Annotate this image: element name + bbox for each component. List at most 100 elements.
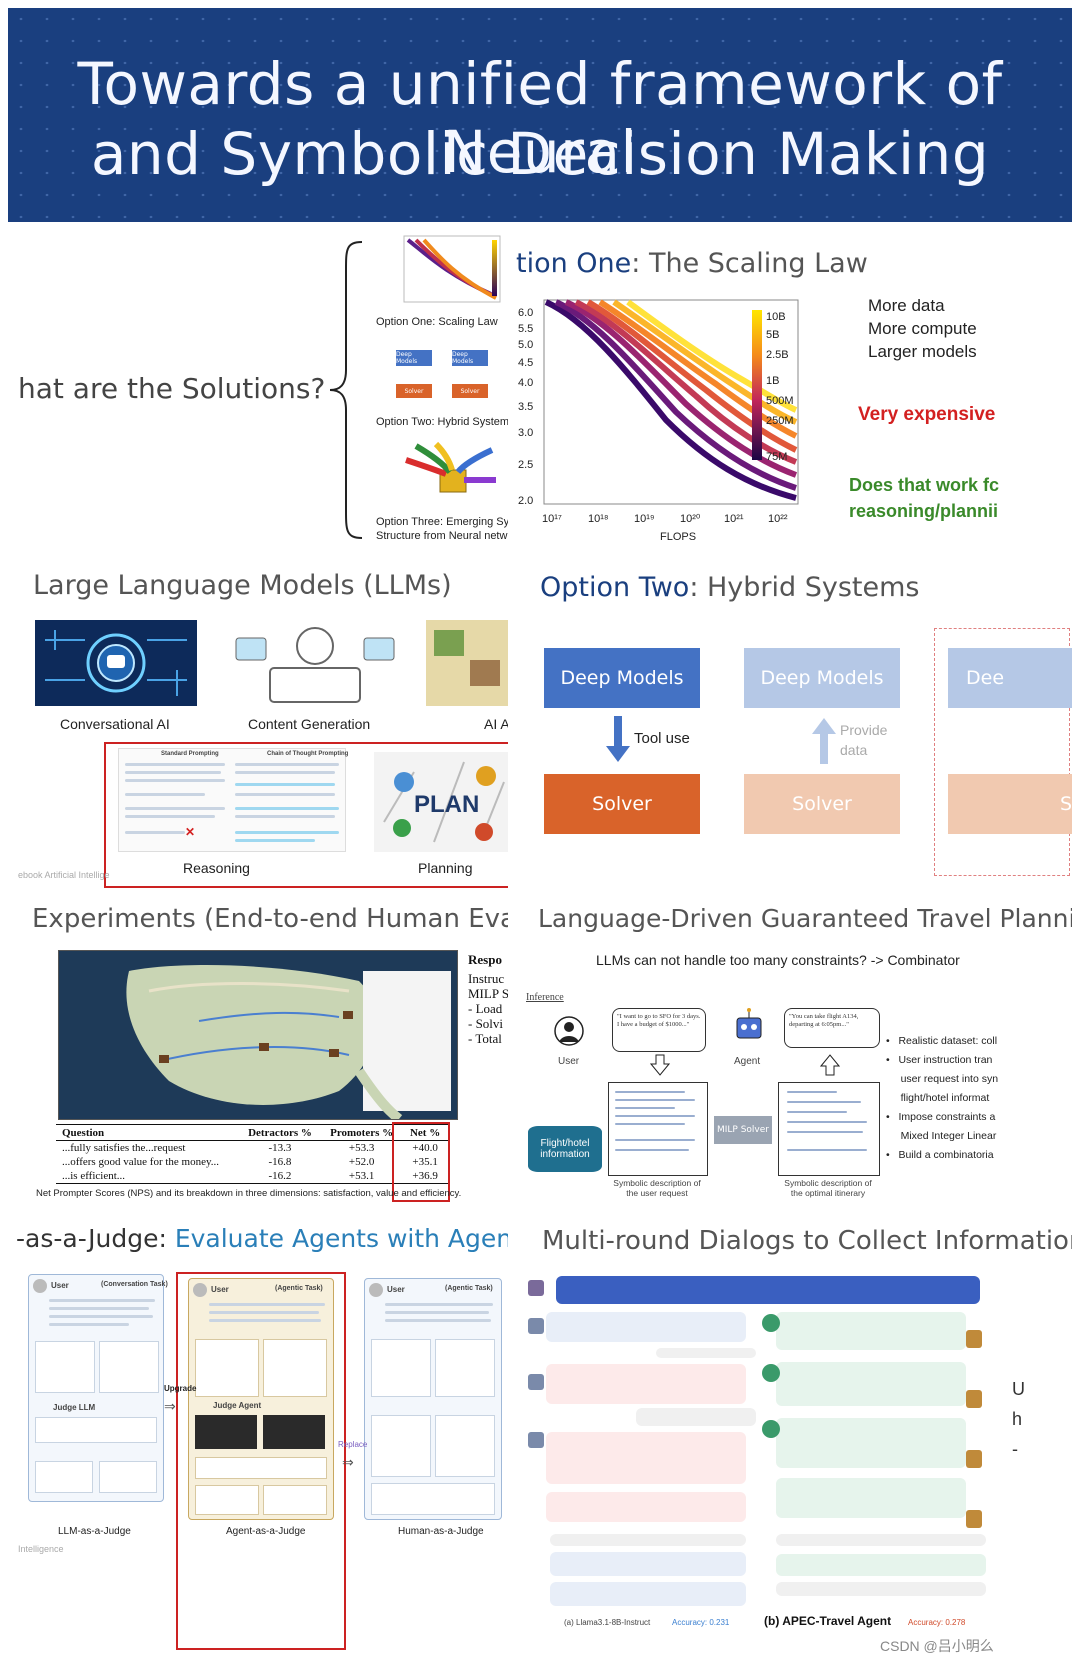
question-line-1: Does that work fc <box>849 475 1000 495</box>
scaling-law-title: tion One: The Scaling Law <box>516 248 868 279</box>
agent-avatar <box>762 1420 780 1438</box>
ytick-3: 4.5 <box>518 357 533 369</box>
travel-title: Language-Driven Guaranteed Travel Planni… <box>538 904 1072 933</box>
hybrid-systems-panel: Option Two: Hybrid Systems Deep Models T… <box>516 558 1072 888</box>
tool-use-label: Tool use <box>634 730 690 747</box>
cell: +35.1 <box>412 1156 438 1168</box>
solutions-title: hat are the Solutions? <box>18 372 326 405</box>
log-line: Instruc <box>468 971 505 986</box>
colorbar <box>752 310 762 460</box>
cbar-250m: 250M <box>766 415 794 427</box>
xtick-4: 10²¹ <box>724 513 744 525</box>
table-row: ...fully satisfies the...request-13.3+53… <box>56 1141 448 1156</box>
ytick-4: 4.0 <box>518 377 533 389</box>
traveler-avatar <box>966 1450 982 1468</box>
down-arrow-icon <box>606 716 630 762</box>
card-user-label: User <box>51 1281 69 1290</box>
agent-avatar <box>762 1364 780 1382</box>
third-option-dashed-frame <box>934 628 1070 876</box>
conversational-ai-image <box>35 620 197 706</box>
solver-box-3: S <box>948 774 1072 834</box>
cell: -16.2 <box>268 1170 292 1182</box>
llm-title: Large Language Models (LLMs) <box>33 570 452 601</box>
upgrade-arrow-icon: ⇒ <box>164 1398 176 1414</box>
label-content-generation: Content Generation <box>248 716 371 732</box>
footer-llama: (a) Llama3.1-8B-Instruct <box>564 1618 651 1627</box>
option-three-label-2: Structure from Neural netw <box>376 530 508 542</box>
bullet-item: • Realistic dataset: coll <box>886 1035 998 1047</box>
symbolic-itinerary-box <box>778 1082 880 1176</box>
bullet-item: • User instruction tran <box>886 1054 993 1066</box>
experiments-title: Experiments (End-to-end Human Evaluation… <box>32 904 508 934</box>
response-log: Respo Instruc MILP S - Load - Solvi - To… <box>468 952 508 1046</box>
avatar <box>369 1283 383 1297</box>
xtick-1: 10¹⁸ <box>588 513 609 525</box>
dialogs-title: Multi-round Dialogs to Collect Informati… <box>542 1226 1072 1256</box>
cell: +53.3 <box>348 1142 375 1154</box>
travel-planning-panel: Language-Driven Guaranteed Travel Planni… <box>516 894 1072 1206</box>
provide-data-label-1: Provide <box>840 722 888 738</box>
card-task-label: (Conversation Task) <box>101 1281 168 1288</box>
agent-avatar <box>762 1314 780 1332</box>
label-reasoning: Reasoning <box>183 860 250 876</box>
deep-models-box: Deep Models <box>544 648 700 708</box>
xtick-2: 10¹⁹ <box>634 513 655 525</box>
replace-label: Replace <box>338 1440 368 1449</box>
reasoning-question: Does that work fc reasoning/plannii <box>849 472 999 524</box>
prompting-comparison: Standard Prompting Chain of Thought Prom… <box>118 748 348 852</box>
flight-hotel-database: Flight/hotel information <box>528 1126 602 1172</box>
cbar-500m: 500M <box>766 395 794 407</box>
card-user-label: User <box>211 1285 229 1294</box>
cell: ...offers good value for the money... <box>62 1156 220 1168</box>
mini-scaling-plot <box>403 235 501 303</box>
ytick-2: 5.0 <box>518 339 533 351</box>
option-three-label-1: Option Three: Emerging Syn <box>376 516 508 528</box>
traveler-avatar <box>966 1510 982 1528</box>
multi-round-dialogs-panel: Multi-round Dialogs to Collect Informati… <box>516 1214 1072 1657</box>
upgrade-label: Upgrade <box>164 1384 197 1393</box>
user-icon <box>554 1016 584 1046</box>
travel-subtitle: LLMs can not handle too many constraints… <box>596 952 960 968</box>
judge-title-prefix: -as-a-Judge: <box>16 1224 175 1253</box>
agent-robot-icon <box>736 1008 762 1039</box>
footer-apec: (b) APEC-Travel Agent <box>764 1614 892 1628</box>
cell: ...is efficient... <box>62 1170 126 1182</box>
nps-caption: Net Prompter Scores (NPS) and its breakd… <box>36 1188 462 1199</box>
col-question: Question <box>62 1127 105 1139</box>
mini-deep-box-2: Deep Models <box>452 350 488 366</box>
label-planning: Planning <box>418 860 473 876</box>
cbar-75m: 75M <box>766 451 787 463</box>
dialog-transcript <box>526 1270 1008 1530</box>
csdn-watermark: CSDN @吕小明么 <box>880 1638 994 1654</box>
x-axis-label: FLOPS <box>660 531 696 543</box>
net-column-highlight <box>392 1122 450 1202</box>
dialog-bubble-agent <box>546 1432 746 1484</box>
xtick-3: 10²⁰ <box>680 513 701 525</box>
xtick-0: 10¹⁷ <box>542 513 562 525</box>
agent-judge-card: User (Agentic Task) Judge Agent <box>188 1278 334 1520</box>
llm-panel: Large Language Models (LLMs) Conversatio… <box>8 558 508 888</box>
content-generation-image <box>235 627 395 703</box>
response-heading: Respo <box>468 952 502 967</box>
cell: +53.1 <box>348 1170 375 1182</box>
replace-arrow-icon: ⇒ <box>342 1454 354 1470</box>
dialog-bubble-agent <box>776 1478 966 1518</box>
ytick-1: 5.5 <box>518 323 533 335</box>
banner-title-line2: and Symbolic Decision Making <box>90 120 990 188</box>
plan-word: PLAN <box>414 791 479 818</box>
hybrid-title: Option Two: Hybrid Systems <box>540 572 920 603</box>
card-task-label: (Agentic Task) <box>275 1285 323 1292</box>
avatar <box>193 1283 207 1297</box>
ytick-0: 6.0 <box>518 307 533 319</box>
dialog-bubble-agent <box>546 1312 746 1342</box>
cbar-1b: 1B <box>766 375 779 387</box>
log-line: - Total <box>468 1031 502 1046</box>
table-row: ...offers good value for the money...-16… <box>56 1155 448 1169</box>
deep-models-box-faded: Deep Models <box>744 648 900 708</box>
card-user-label: User <box>387 1285 405 1294</box>
chat-circuit-icon <box>45 630 187 696</box>
log-line: - Load <box>468 1001 503 1016</box>
loss-curves <box>544 299 798 501</box>
very-expensive-label: Very expensive <box>858 404 996 425</box>
log-line: - Solvi <box>468 1016 504 1031</box>
